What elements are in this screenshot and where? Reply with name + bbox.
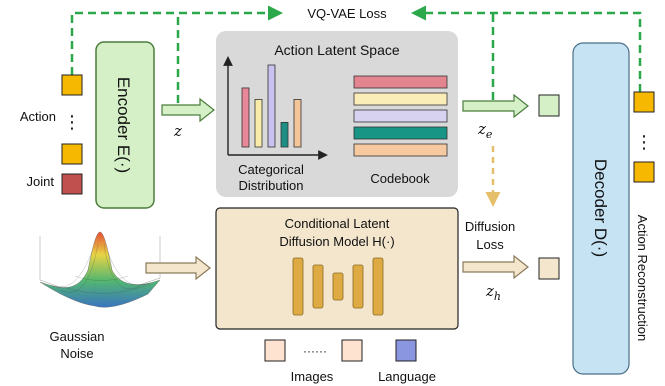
conditions: ······ Images Language: [264, 339, 436, 384]
ze-token: [538, 94, 560, 117]
diffusion-model-title-2: Diffusion Model H(·): [279, 234, 394, 249]
language-token: [395, 339, 417, 362]
svg-text:zh: zh: [485, 282, 501, 303]
input-tokens: Action ⋮ Joint: [20, 74, 83, 195]
codebook-entry-1: [353, 75, 448, 89]
unet-bars: [292, 257, 384, 316]
action-reconstruction-label: Action Reconstruction: [635, 215, 650, 341]
zh-arrow: zh: [462, 254, 560, 303]
decoder-label: Decoder D(·): [591, 159, 610, 257]
unet-bar-2: [312, 264, 324, 309]
output-tokens: ⋮ Action Reconstruction: [633, 91, 655, 341]
categorical-bar-3: [267, 64, 276, 148]
categorical-bar-4: [280, 122, 289, 148]
codebook-entry-4: [353, 126, 448, 140]
ze-arrow: ze: [462, 93, 560, 141]
vq-vae-loss-label: VQ-VAE Loss: [307, 6, 387, 21]
images-label: Images: [291, 369, 334, 384]
unet-bar-5: [372, 257, 384, 316]
vq-vae-loss-loop: VQ-VAE Loss: [70, 5, 642, 103]
ze-label-sub: e: [486, 128, 493, 141]
gaussian-label: Gaussian: [50, 329, 105, 344]
categorical-bars: [241, 64, 302, 148]
codebook-label: Codebook: [370, 171, 430, 186]
codebook-entry-3: [353, 109, 448, 123]
categorical-bar-2: [254, 99, 263, 148]
ze-label-base: z: [477, 120, 486, 138]
zh-label-sub: h: [494, 290, 501, 303]
categorical-bar-1: [241, 87, 250, 148]
action-label: Action: [20, 109, 56, 124]
noise-arrow: [145, 255, 211, 281]
joint-label: Joint: [27, 174, 55, 189]
gaussian-noise-plot: Gaussian Noise: [39, 231, 161, 361]
diffusion-loss: Diffusion Loss: [465, 146, 515, 252]
gaussian-surface: [39, 231, 161, 308]
joint-token: [61, 173, 83, 195]
image-token-2: [341, 339, 363, 362]
z-arrow: z: [161, 97, 215, 140]
action-latent-space-title: Action Latent Space: [274, 42, 400, 58]
unet-bar-3: [332, 272, 344, 301]
image-dots: ······: [303, 344, 327, 358]
z-label: z: [173, 122, 182, 140]
decoder-block: Decoder D(·): [572, 42, 630, 375]
categorical-bar-5: [293, 99, 302, 148]
diffusion-model-title-1: Conditional Latent: [285, 216, 390, 231]
action-latent-space: Action Latent Space Categorical Distribu…: [216, 31, 458, 197]
codebook-entry-2: [353, 92, 448, 106]
unet-bar-1: [292, 257, 304, 316]
loss-label: Loss: [476, 237, 504, 252]
encoder-block: Encoder E(·): [95, 41, 155, 209]
diffusion-label: Diffusion: [465, 219, 515, 234]
unet-bar-4: [352, 264, 364, 309]
diffusion-model-block: Conditional Latent Diffusion Model H(·): [215, 207, 459, 330]
action-vertical-dots: ⋮: [63, 112, 81, 132]
distribution-label: Distribution: [238, 178, 303, 193]
codebook: [353, 75, 448, 157]
language-label: Language: [378, 369, 436, 384]
zh-label-base: z: [485, 282, 494, 300]
encoder-label: Encoder E(·): [114, 77, 133, 173]
image-token-1: [264, 339, 286, 362]
noise-label: Noise: [60, 346, 93, 361]
action-token-top: [61, 74, 83, 96]
output-action-token-bottom: [633, 161, 655, 183]
action-token-bottom: [61, 143, 83, 165]
codebook-entry-5: [353, 143, 448, 157]
svg-text:ze: ze: [477, 120, 493, 141]
output-action-token-top: [633, 91, 655, 113]
output-vertical-dots: ⋮: [635, 132, 653, 152]
zh-token: [538, 257, 560, 280]
categorical-label: Categorical: [238, 162, 304, 177]
